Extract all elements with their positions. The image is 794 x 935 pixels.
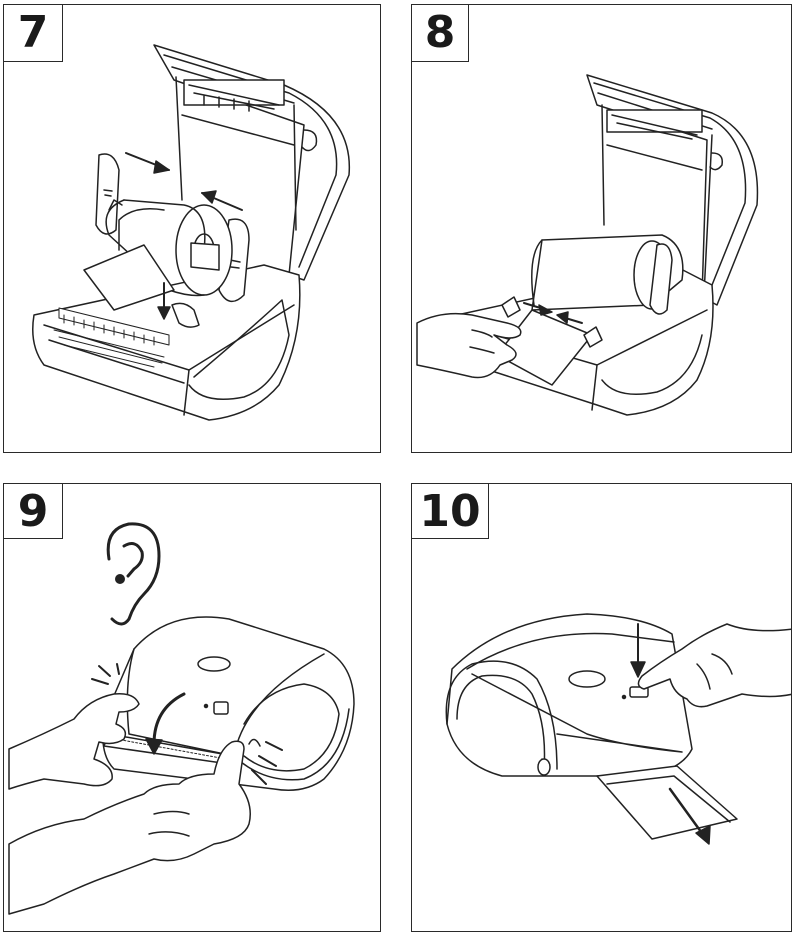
step-9-panel: 9: [3, 483, 381, 932]
printer-close-lid-listen-click-illustration: [4, 484, 381, 932]
step-number: 9: [3, 483, 63, 539]
step-number: 7: [3, 4, 63, 62]
step-8-panel: 8: [411, 4, 792, 453]
step-7-panel: 7: [3, 4, 381, 453]
ear-icon: [108, 524, 159, 624]
printer-adjust-guides-illustration: [412, 5, 792, 453]
printer-press-feed-button-illustration: [412, 484, 792, 932]
step-number: 10: [411, 483, 489, 539]
printer-open-loading-roll-illustration: [4, 5, 381, 453]
step-number: 8: [411, 4, 469, 62]
step-10-panel: 10: [411, 483, 792, 932]
